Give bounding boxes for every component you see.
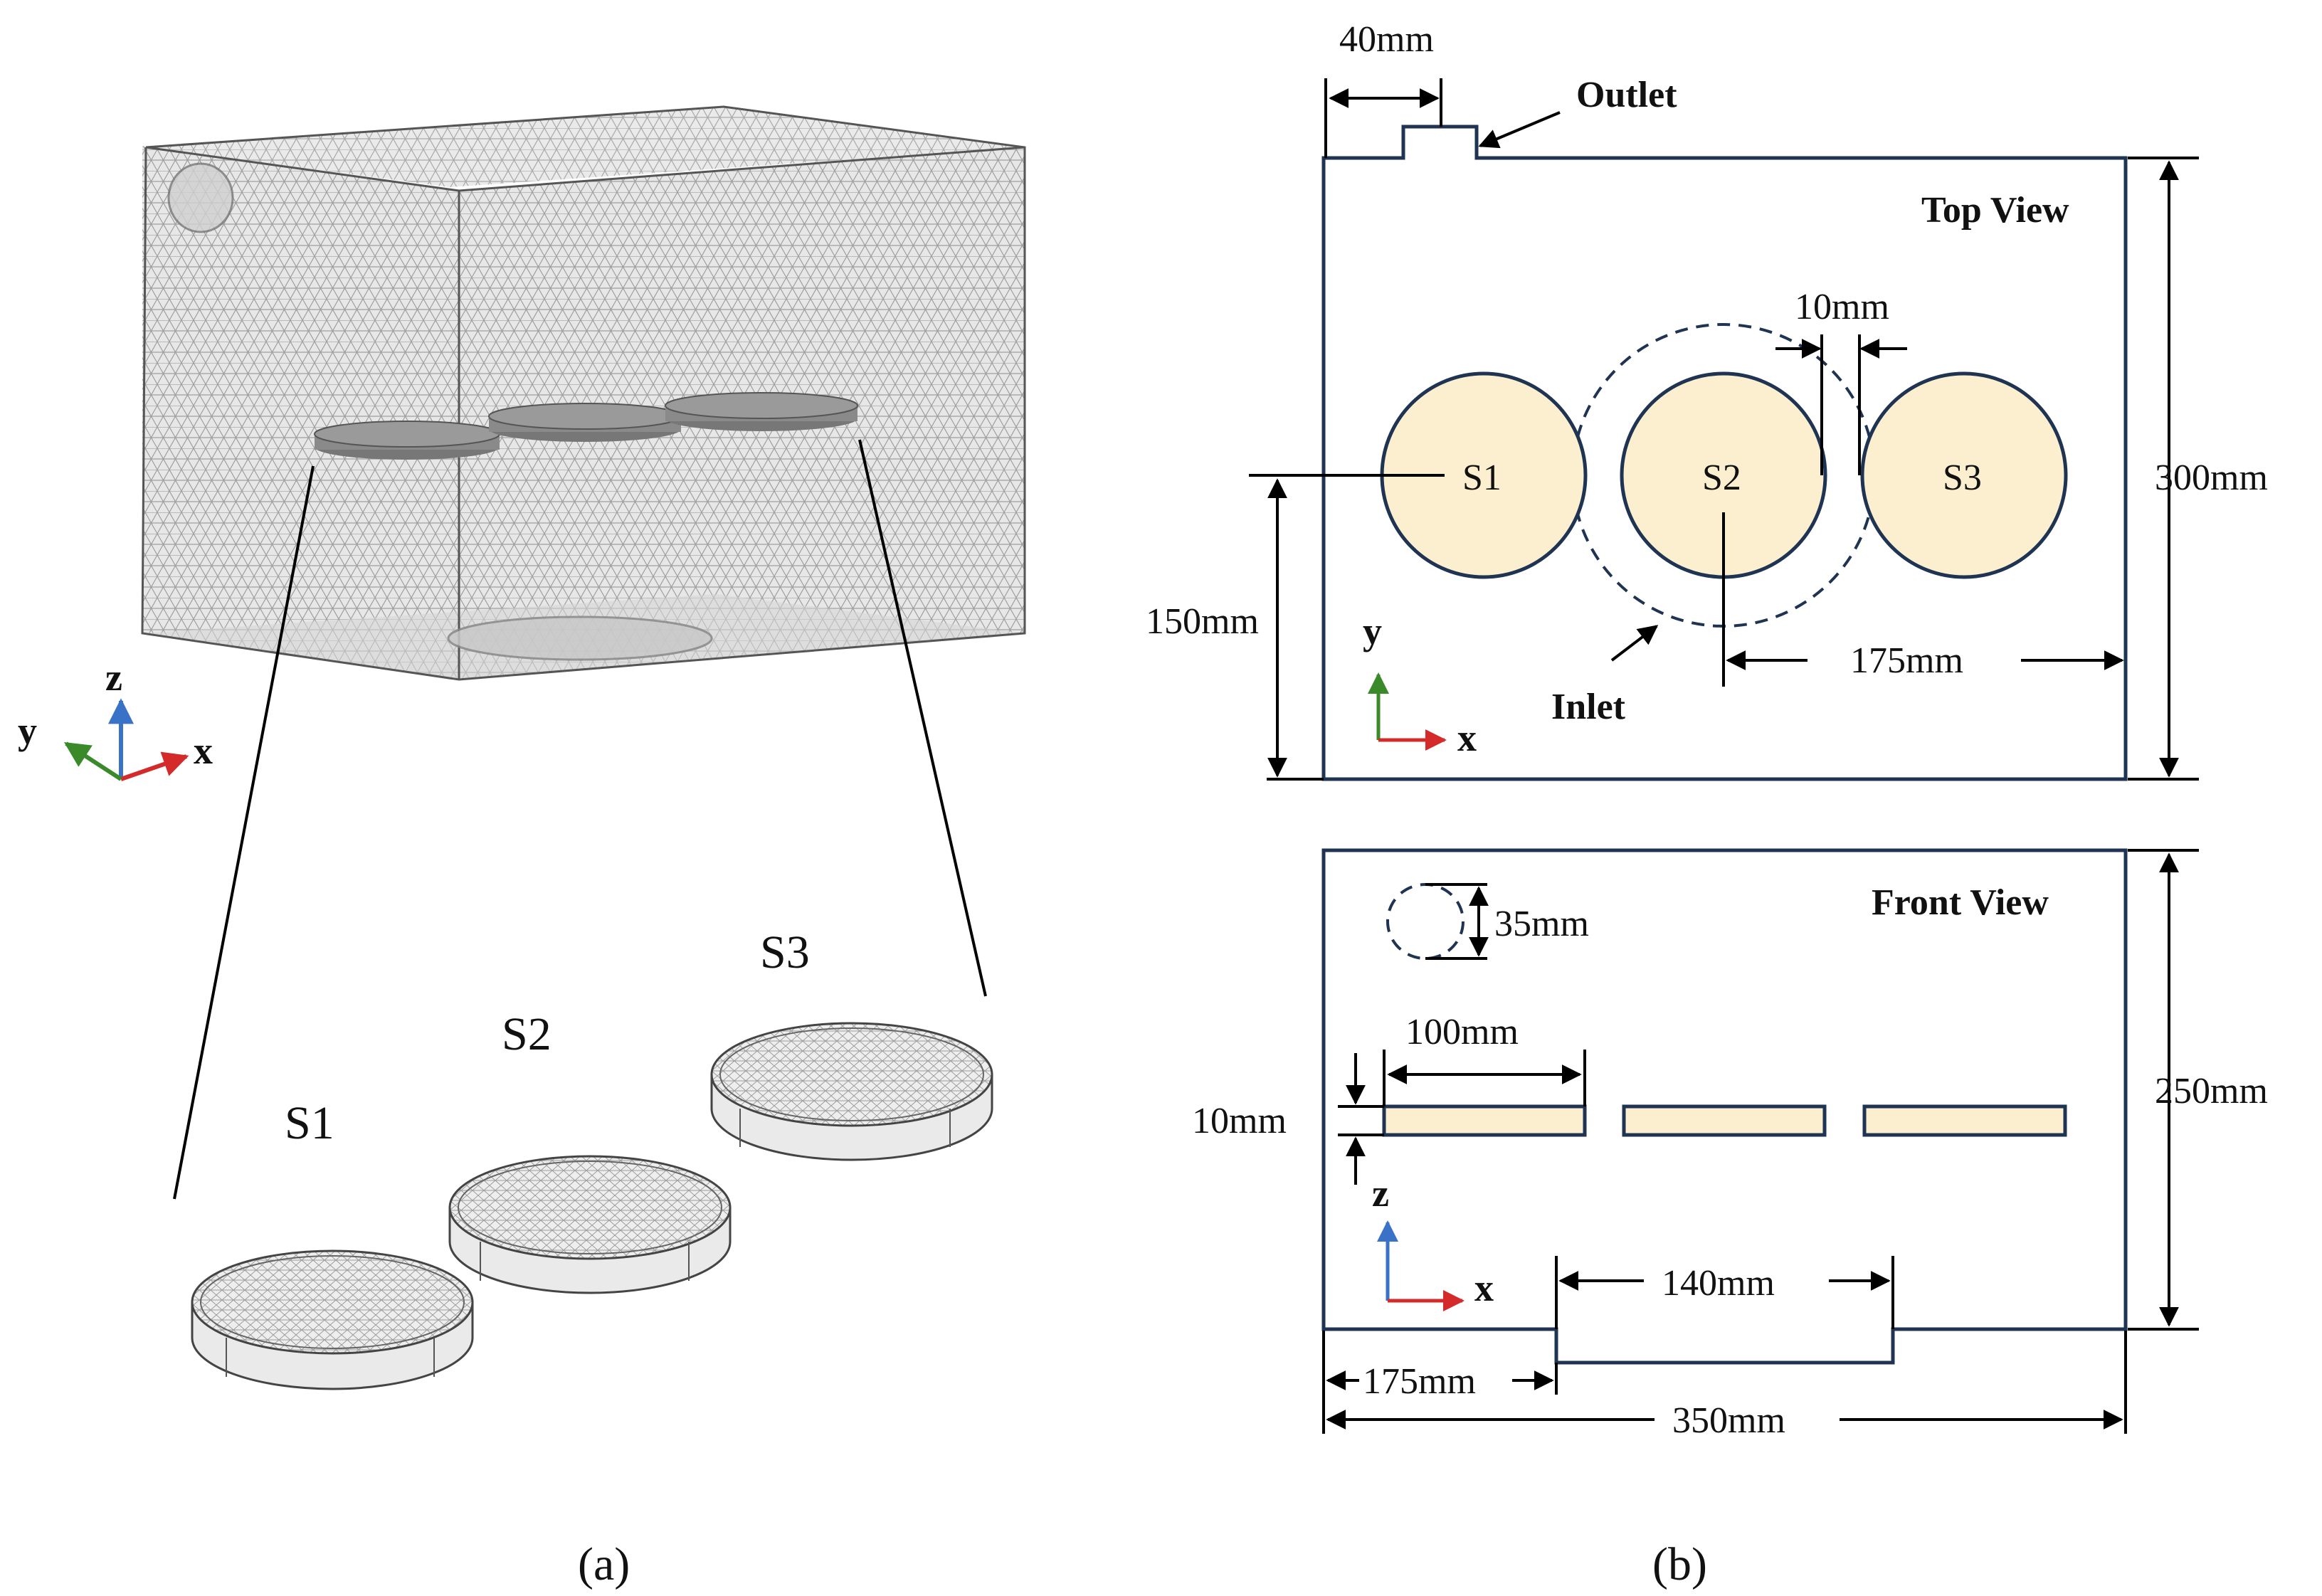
- dim-gap: 10mm: [1795, 287, 1889, 327]
- top-label-s1: S1: [1462, 458, 1502, 498]
- front-view-outline: [1321, 848, 2128, 1365]
- front-axis-x-label: x: [1474, 1267, 1494, 1309]
- dim-center-x: 175mm: [1850, 640, 1963, 681]
- front-inlet-dashed-ellipse: [1386, 883, 1465, 960]
- dim-front-width: 350mm: [1672, 1400, 1785, 1441]
- dim-center-y: 150mm: [1146, 601, 1259, 642]
- dim-outlet-offset: 40mm: [1339, 19, 1434, 60]
- front-sample-s3: [1862, 1104, 2067, 1137]
- front-sample-s1: [1382, 1104, 1587, 1137]
- top-axis-y-label: y: [1363, 610, 1382, 652]
- top-view-title: Top View: [1921, 190, 2069, 231]
- caption-b: (b): [1652, 1538, 1707, 1590]
- top-axis-x-label: x: [1457, 717, 1477, 759]
- front-sample-s2: [1622, 1104, 1827, 1137]
- mesh-disk-s2: [488, 403, 682, 442]
- dim-top-height: 300mm: [2155, 458, 2268, 498]
- zoom-disk-s3: [710, 1022, 993, 1161]
- axis-triad-front: z x: [1372, 1172, 1494, 1311]
- dim-sample-width: 100mm: [1405, 1012, 1519, 1052]
- zoom-line-left: [173, 465, 315, 1200]
- zoom-disk-s2: [448, 1155, 732, 1294]
- panel-b-top-view: Top View S1 S2 S3 40mm Outlet 10mm 300mm…: [1146, 19, 2268, 781]
- top-label-s2: S2: [1702, 458, 1741, 498]
- axis-x-label: x: [194, 729, 213, 772]
- zoom-line-right: [858, 439, 987, 997]
- panel-b-front-view: Front View 35mm 100mm 10mm 250mm 140mm: [1192, 848, 2268, 1590]
- front-view-title: Front View: [1872, 882, 2049, 923]
- zoom-disk-s1: [191, 1249, 474, 1390]
- dim-front-height: 250mm: [2155, 1071, 2268, 1111]
- dim-inlet-width: 140mm: [1662, 1263, 1775, 1304]
- axis-z-label: z: [105, 656, 122, 699]
- dim-sample-thick: 10mm: [1192, 1101, 1287, 1141]
- outlet-label: Outlet: [1576, 75, 1677, 115]
- mesh-box: [141, 105, 1026, 681]
- dim-inlet-dia: 35mm: [1494, 904, 1589, 944]
- zoom-label-s2: S2: [502, 1008, 552, 1060]
- dim-inlet-offset: 175mm: [1363, 1361, 1476, 1402]
- panel-a: z y x S1 S2 S3 (a): [18, 105, 1026, 1590]
- top-sample-s3: [1860, 371, 2068, 579]
- mesh-outlet-circle: [167, 162, 234, 233]
- zoom-label-s3: S3: [760, 926, 810, 978]
- mesh-box-back-face: [146, 107, 1025, 187]
- top-view-outline: [1321, 125, 2128, 781]
- front-axis-z-label: z: [1372, 1172, 1389, 1215]
- axis-triad-a: z y x: [18, 656, 213, 781]
- mesh-disk-s3: [665, 392, 858, 431]
- mesh-disk-s1: [314, 421, 500, 460]
- caption-a: (a): [578, 1538, 630, 1590]
- mesh-box-front-face: [142, 146, 459, 680]
- axis-y-label: y: [18, 709, 37, 752]
- mesh-inlet-ellipse: [447, 615, 713, 661]
- top-label-s3: S3: [1943, 458, 1982, 498]
- axis-triad-top: y x: [1363, 610, 1477, 759]
- inlet-label: Inlet: [1551, 687, 1626, 727]
- zoom-label-s1: S1: [285, 1097, 334, 1149]
